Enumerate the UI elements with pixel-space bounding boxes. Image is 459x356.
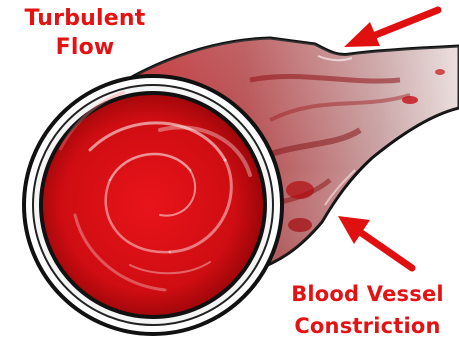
turbulent-flow-label: Turbulent Flow	[10, 4, 160, 62]
constriction-label: Blood Vessel Constriction	[276, 278, 459, 342]
arrow-icon	[338, 216, 412, 268]
constriction-label-line2: Constriction	[276, 310, 459, 342]
constriction-label-line1: Blood Vessel	[276, 278, 459, 310]
vessel-cross-section	[24, 76, 282, 334]
turbulent-flow-label-line2: Flow	[10, 33, 160, 62]
turbulent-flow-label-line1: Turbulent	[10, 4, 160, 33]
arrow-icon	[344, 10, 438, 47]
